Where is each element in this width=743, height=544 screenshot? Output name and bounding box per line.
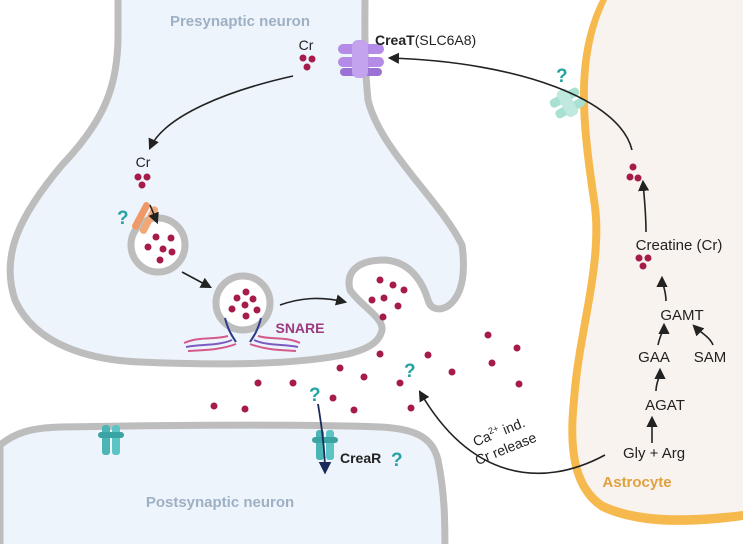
ca-superscript: 2+ <box>487 423 500 436</box>
arrow-vesicle-to-dock <box>181 271 212 289</box>
snare-label: SNARE <box>275 320 324 336</box>
arrow-sam-gamt <box>692 324 714 346</box>
arrow-agat-gaa <box>654 367 666 392</box>
pathway-sam: SAM <box>694 349 727 366</box>
question-mark-astro-channel: ? <box>556 66 568 87</box>
snare-complex <box>183 317 301 352</box>
question-mark-vesicle-pump: ? <box>117 208 129 229</box>
arrow-dock-to-release <box>279 294 348 306</box>
arrow-gamt-up <box>656 275 668 302</box>
crear-label: CreaR <box>340 450 381 466</box>
arrow-cr-down <box>148 75 294 151</box>
arrow-astro-to-creat <box>387 52 633 151</box>
astrocyte-label: Astrocyte <box>602 474 671 491</box>
pathway-gaa: GAA <box>638 349 670 366</box>
astrocyte <box>568 0 743 525</box>
arrow-creatine-up <box>638 179 650 233</box>
arrow-gaa-gamt <box>657 322 670 346</box>
arrow-crear-down <box>317 403 332 475</box>
pathway-creatine: Creatine (Cr) <box>636 237 723 254</box>
arrows <box>148 52 714 475</box>
ca-release-label: Ca2+ ind. Cr release <box>471 414 539 468</box>
question-mark-cleft: ? <box>309 385 321 406</box>
arrow-release <box>418 390 606 475</box>
pathway-substrates: Gly + Arg <box>623 445 685 462</box>
question-mark-crear: ? <box>391 450 403 471</box>
postsynaptic-channel-left <box>98 425 124 455</box>
pathway-agat: AGAT <box>645 397 685 414</box>
creat-transporter <box>338 40 384 78</box>
presynaptic-neuron <box>6 0 467 368</box>
postsynaptic-neuron <box>0 421 449 544</box>
postsynaptic-label: Postsynaptic neuron <box>146 494 294 511</box>
creat-label-rest: (SLC6A8) <box>415 32 476 48</box>
cr-label-top: Cr <box>299 37 314 53</box>
creat-label: CreaT(SLC6A8) <box>375 32 476 48</box>
cr-label-mid: Cr <box>136 154 151 170</box>
pathway-gamt: GAMT <box>660 307 703 324</box>
creat-label-bold: CreaT <box>375 32 415 48</box>
arrow-into-vesicle <box>148 204 159 225</box>
astrocyte-channel <box>549 87 586 119</box>
presynaptic-label: Presynaptic neuron <box>170 13 310 30</box>
ca-prefix: Ca <box>471 428 494 450</box>
creatine-dots <box>134 54 652 414</box>
question-mark-release: ? <box>404 361 416 382</box>
